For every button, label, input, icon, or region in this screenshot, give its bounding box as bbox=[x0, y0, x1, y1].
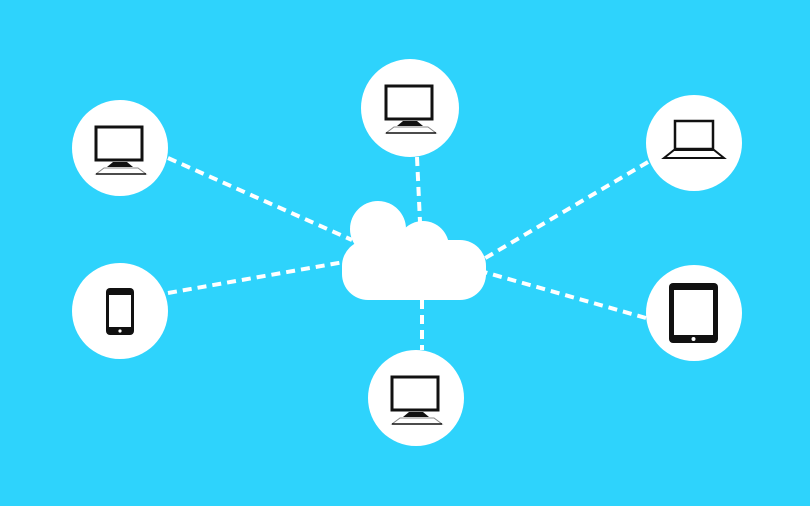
smartphone-icon bbox=[106, 288, 134, 335]
tablet-icon bbox=[669, 283, 718, 343]
node-top-center bbox=[361, 59, 459, 157]
desktop-monitor-icon bbox=[390, 375, 444, 425]
link-left bbox=[167, 260, 345, 295]
node-right bbox=[646, 265, 742, 361]
desktop-monitor-icon bbox=[94, 125, 148, 175]
node-top-right bbox=[646, 95, 742, 191]
link-top-left bbox=[167, 156, 353, 242]
link-top-right bbox=[480, 160, 650, 262]
cloud-icon bbox=[342, 201, 486, 300]
link-right bbox=[483, 270, 647, 320]
link-top-center bbox=[415, 156, 422, 223]
laptop-icon bbox=[661, 119, 727, 159]
node-left bbox=[72, 263, 168, 359]
node-bottom-center bbox=[368, 350, 464, 446]
desktop-monitor-icon bbox=[384, 84, 438, 134]
node-top-left bbox=[72, 100, 168, 196]
